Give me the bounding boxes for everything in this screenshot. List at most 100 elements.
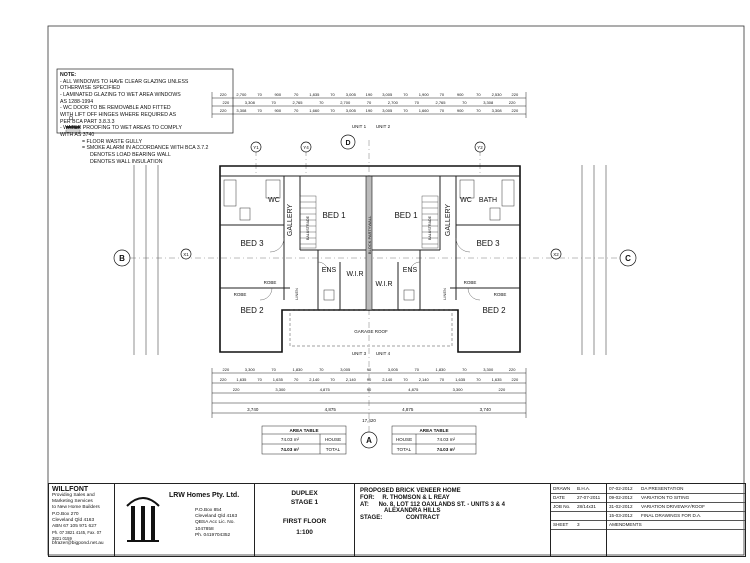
dimension-value: 3,005 [340, 367, 351, 372]
dimension-value: 90 [367, 387, 372, 392]
dimension-value: 70 [271, 367, 276, 372]
dimension-value: 3,005 [382, 108, 393, 113]
note-line: - ALL WINDOWS TO HAVE CLEAR GLAZING UNLE… [60, 78, 189, 85]
dimension-value: 2,140 [309, 377, 320, 382]
project-at-row: AT: No. 8, LOT 112 OAXLANDS ST. - UNITS … [360, 502, 545, 508]
at-value: No. 8, LOT 112 OAXLANDS ST. - UNITS 3 & … [378, 502, 505, 508]
building-outline [219, 165, 521, 353]
party-wall-label: BLOCK PARTYWALL [367, 215, 372, 254]
room-robe-1: ROBE [234, 292, 247, 297]
dimension-value: 3,300 [483, 367, 494, 372]
dimension-value: 70 [440, 377, 445, 382]
interior-walls [220, 175, 520, 310]
dimension-value: 70 [330, 92, 335, 97]
dimension-value: 220 [512, 377, 519, 382]
note-line: = FLOOR WASTE GULLY [82, 138, 143, 145]
dimension-value: 3,005 [346, 92, 357, 97]
dimension-value: 70 [440, 92, 445, 97]
dimension-value: 70 [271, 100, 276, 105]
dimension-value: 1,830 [292, 367, 303, 372]
willfont-line: ABN 67 105 971 627 [52, 524, 97, 530]
room-gallery-right: GALLERY [445, 204, 452, 236]
area-table-right-title: AREA TABLE [419, 428, 448, 433]
dimension-value: 70 [462, 367, 467, 372]
dimension-value: 2,140 [382, 377, 393, 382]
dimension-value: 70 [294, 108, 299, 113]
room-wc-right: WC [460, 197, 472, 204]
dimension-value: 220 [509, 100, 516, 105]
room-linen-right: LINEN [442, 288, 447, 300]
dimension-value: 4,875 [408, 387, 419, 392]
project-suburb: ALEXANDRA HILLS [384, 508, 441, 514]
dimension-value: 1,900 [419, 92, 430, 97]
dimension-value: 4,875 [402, 407, 414, 412]
project-for-row: FOR: R. THOMSON & L REAY [360, 495, 545, 501]
area-table-right-total-label: TOTAL [397, 447, 412, 452]
dimension-value: 220 [220, 92, 227, 97]
grid-label-y2: Y2 [477, 145, 483, 150]
room-robe-2: ROBE [264, 280, 277, 285]
dimension-value: 190 [366, 108, 373, 113]
willfont-line: P.O.Box 270 [52, 511, 79, 517]
dimension-value: 220 [512, 108, 519, 113]
dimension-value: 220 [223, 100, 230, 105]
wall-insulation-symbol [65, 129, 81, 133]
dimension-value: 2,700 [236, 92, 247, 97]
builder-line: QBSA Acc Lic. No. 1047858 [195, 520, 235, 532]
note-line: - WATER PROOFING TO WET AREAS TO COMPLY [60, 125, 182, 132]
note-line: OTHERWISE SPECIFIED [60, 85, 121, 92]
willfont-line: Providing Sales and [52, 493, 95, 498]
dimension-value: 70 [257, 377, 262, 382]
load-bearing-wall-symbol [66, 126, 80, 129]
dimension-value: 3,300 [275, 387, 286, 392]
note-line: - LAMINATED GLAZING TO WET AREA WINDOWS [60, 91, 181, 98]
dimension-value: 1,635 [273, 377, 284, 382]
meta-row-blank [551, 511, 606, 521]
garage-roof [289, 309, 453, 347]
dimension-value: 220 [512, 92, 519, 97]
dimension-value: 1,635 [236, 377, 247, 382]
grid-label-d: D [345, 140, 350, 147]
room-bed1-left: BED 1 [322, 211, 346, 220]
unit-3-label: UNIT 3 [352, 351, 367, 356]
area-table-left-total-label: TOTAL [326, 447, 341, 452]
willfont-line: Marketing Services [52, 499, 93, 505]
dimension-value: 70 [476, 92, 481, 97]
dimension-value: 2,700 [340, 100, 351, 105]
grid-bubble-x2 [550, 248, 562, 260]
floor-waste-gully-symbol [68, 115, 74, 121]
room-ens-right: ENS [403, 267, 418, 274]
dimension-value: 3,005 [346, 108, 357, 113]
dimension-value: 70 [403, 377, 408, 382]
dimension-value: 70 [319, 100, 324, 105]
room-bed3-left: BED 3 [240, 239, 264, 248]
willfont-cell: WILLFONT Providing Sales and Marketing S… [49, 484, 115, 556]
dimension-value: 3,300 [453, 387, 464, 392]
room-robe-4: ROBE [494, 292, 507, 297]
dimension-value: 70 [319, 367, 324, 372]
dimension-value: 3,308 [483, 100, 494, 105]
area-table-left-total-value: 74.03 m² [281, 447, 300, 452]
dimension-value: 900 [457, 92, 464, 97]
dimension-value: 70 [330, 108, 335, 113]
dimension-value: 70 [294, 92, 299, 97]
grid-bubble-c [619, 249, 637, 267]
dimension-value: 900 [457, 108, 464, 113]
notes-heading: NOTE: [60, 72, 77, 78]
dimension-value: 90 [367, 367, 372, 372]
meta-row-job: JOB No.28/14x31 [551, 502, 606, 512]
door-swings [259, 237, 481, 301]
area-table-right-house-value: 74.03 m² [437, 437, 456, 442]
room-bed3-right: BED 3 [476, 239, 500, 248]
room-gallery-left: GALLERY [287, 204, 294, 236]
balustrade-left-label: BALUSTRADE [306, 215, 310, 240]
dimension-value: 70 [367, 100, 372, 105]
note-line: WITH LIFT OFF HINGES WHERE REQUIRED AS [60, 111, 177, 118]
